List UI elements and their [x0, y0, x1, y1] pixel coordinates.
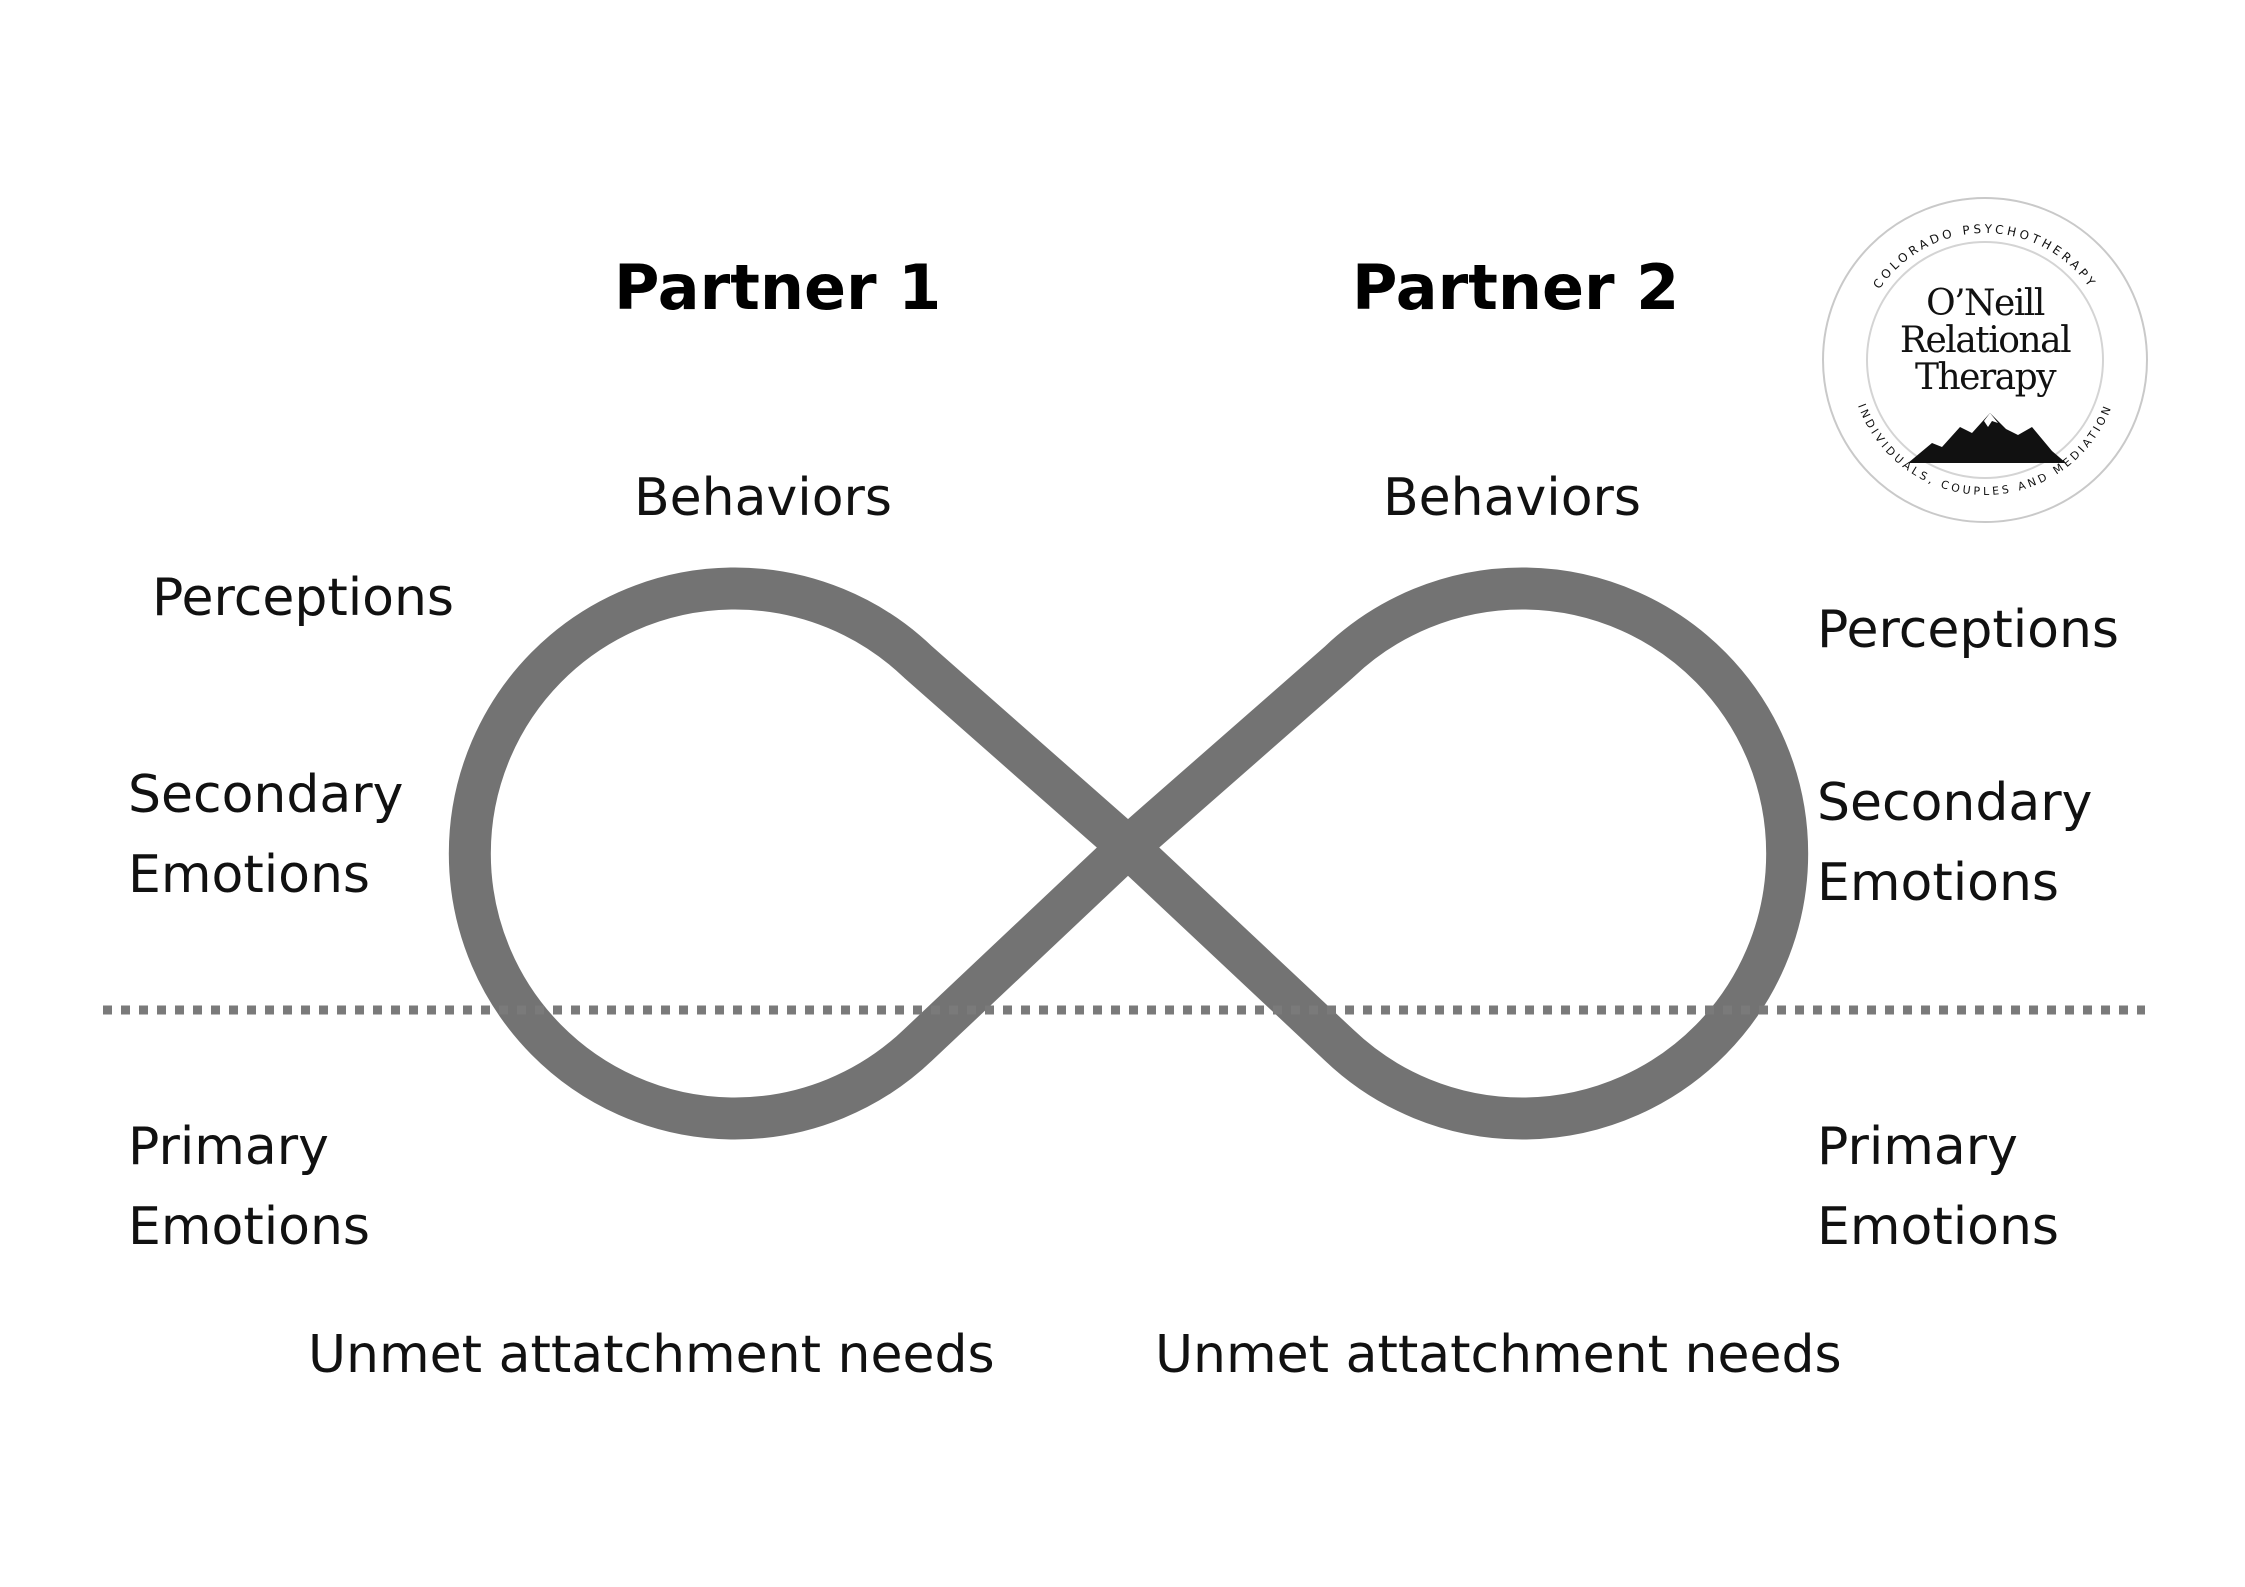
- mountain-snow-icon: [1984, 413, 1998, 427]
- left-primary-emotions-label: Primary Emotions: [128, 1117, 371, 1257]
- right-unmet-needs-label: Unmet attatchment needs: [1155, 1325, 1842, 1385]
- logo-outer-ring: [1822, 197, 2148, 523]
- logo-name-line-3: Therapy: [1915, 357, 2057, 398]
- right-behaviors-label: Behaviors: [1383, 468, 1641, 528]
- mountain-icon: [1908, 413, 2066, 463]
- oneill-relational-therapy-logo: COLORADO PSYCHOTHERAPY INDIVIDUALS, COUP…: [1820, 195, 2150, 525]
- logo-name-line-2: Relational: [1900, 320, 2071, 361]
- right-perceptions-label: Perceptions: [1817, 600, 2120, 660]
- partner-1-heading: Partner 1: [614, 251, 942, 324]
- right-secondary-emotions-label: Secondary Emotions: [1817, 773, 2093, 913]
- logo-name-line-1: O’Neill: [1926, 283, 2045, 324]
- infinity-loop: [448, 567, 1809, 1140]
- logo-inner-ring: [1866, 241, 2104, 479]
- right-primary-emotions-label: Primary Emotions: [1817, 1117, 2060, 1257]
- left-unmet-needs-label: Unmet attatchment needs: [308, 1325, 995, 1385]
- left-behaviors-label: Behaviors: [634, 468, 892, 528]
- left-perceptions-label: Perceptions: [152, 568, 455, 628]
- partner-2-heading: Partner 2: [1352, 251, 1680, 324]
- left-secondary-emotions-label: Secondary Emotions: [128, 765, 404, 905]
